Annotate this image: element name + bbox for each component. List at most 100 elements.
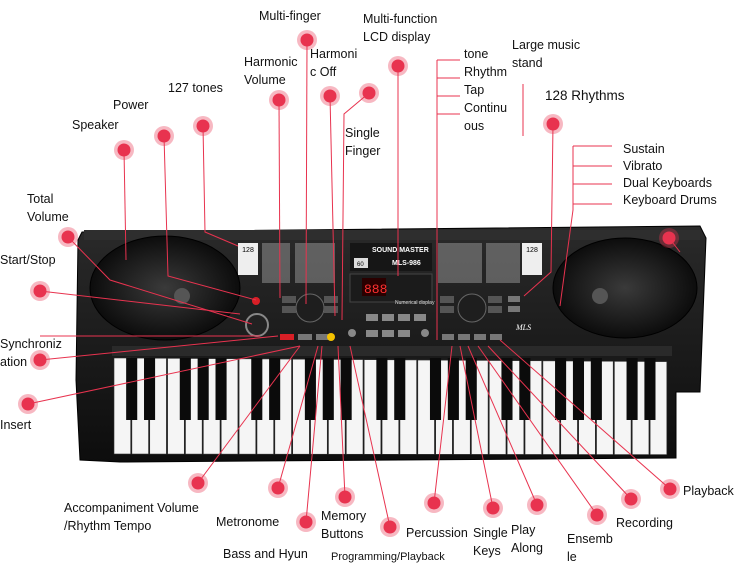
black-key[interactable] xyxy=(465,358,477,420)
black-key[interactable] xyxy=(429,358,442,420)
label-sustain: Sustain xyxy=(623,142,665,156)
callout-marker xyxy=(662,231,676,245)
label-single-keys: Single Keys xyxy=(473,526,508,558)
callout-marker xyxy=(323,89,337,103)
label-ensemble: Ensemb le xyxy=(567,532,613,564)
black-key[interactable] xyxy=(144,358,156,420)
label-tone: tone xyxy=(464,47,489,61)
callout-marker xyxy=(117,143,131,157)
black-key[interactable] xyxy=(447,358,459,420)
tone-badge-left: 128 xyxy=(238,243,258,275)
label-playback: Playback xyxy=(683,484,734,498)
svg-text:128: 128 xyxy=(526,247,538,254)
label-harmonic-off: Harmoni c Off xyxy=(310,47,358,79)
right-speaker xyxy=(552,237,698,339)
leader-lines xyxy=(27,41,681,528)
label-percussion: Percussion xyxy=(406,526,468,540)
black-key[interactable] xyxy=(215,358,227,420)
label-tap: Tap xyxy=(464,83,485,97)
label-keyboard-drums: Keyboard Drums xyxy=(623,193,717,207)
label-127-tones: 127 tones xyxy=(168,81,223,95)
label-vibrato: Vibrato xyxy=(623,159,663,173)
callout-marker xyxy=(33,284,47,298)
callout-marker xyxy=(624,492,638,506)
black-keys xyxy=(126,358,656,420)
label-harmonic-volume: Harmonic Volume xyxy=(244,55,298,87)
label-programming-playback: Programming/Playback xyxy=(331,551,445,563)
label-dual-keyboards: Dual Keyboards xyxy=(623,176,712,190)
label-play-along: Play Along xyxy=(511,523,543,555)
black-key[interactable] xyxy=(394,358,406,420)
label-recording: Recording xyxy=(616,516,673,530)
label-insert: Insert xyxy=(0,418,32,432)
black-key[interactable] xyxy=(251,358,263,420)
label-accompaniment-volume: Accompaniment Volume /Rhythm Tempo xyxy=(64,501,199,533)
black-key[interactable] xyxy=(590,358,602,420)
svg-text:888: 888 xyxy=(364,282,387,297)
right-control-panel: MLS xyxy=(440,293,531,340)
callout-marker xyxy=(33,353,47,367)
power-button[interactable] xyxy=(252,297,260,305)
brand-header: 60 SOUND MASTER MLS-986 xyxy=(350,243,432,271)
svg-text:128: 128 xyxy=(242,247,254,254)
svg-text:60: 60 xyxy=(357,262,364,268)
key-label-strip xyxy=(112,346,672,356)
callout-marker xyxy=(157,129,171,143)
svg-text:SOUND MASTER: SOUND MASTER xyxy=(372,247,429,254)
label-rhythm: Rhythm xyxy=(464,65,508,79)
left-speaker xyxy=(89,235,241,341)
label-multi-function-lcd: Multi-function LCD display xyxy=(363,12,438,44)
label-start-stop: Start/Stop xyxy=(0,253,56,267)
black-key[interactable] xyxy=(501,358,513,420)
black-key[interactable] xyxy=(376,358,388,420)
callout-marker xyxy=(486,501,500,515)
black-key[interactable] xyxy=(322,358,334,420)
label-continuous: Continu ous xyxy=(464,101,508,133)
callout-marker xyxy=(61,230,75,244)
label-multi-finger: Multi-finger xyxy=(259,9,321,23)
callout-marker xyxy=(21,397,35,411)
callout-marker xyxy=(530,498,544,512)
black-key[interactable] xyxy=(269,358,281,420)
callout-markers xyxy=(18,30,680,537)
lcd-display: 888 Numerical display xyxy=(349,273,435,306)
label-power: Power xyxy=(113,98,149,112)
label-single-finger: Single Finger xyxy=(345,126,381,158)
metronome-button[interactable] xyxy=(327,333,335,341)
black-key[interactable] xyxy=(519,358,531,420)
black-key[interactable] xyxy=(304,358,316,420)
svg-text:MLS: MLS xyxy=(515,323,531,332)
callout-marker xyxy=(546,117,560,131)
callout-marker xyxy=(299,515,313,529)
center-control-panel xyxy=(348,314,429,337)
callout-marker xyxy=(427,496,441,510)
callout-marker xyxy=(663,482,677,496)
callout-marker xyxy=(338,490,352,504)
tone-list-left xyxy=(262,243,520,283)
black-key[interactable] xyxy=(572,358,585,420)
svg-text:MLS-986: MLS-986 xyxy=(392,260,421,267)
label-memory-buttons: Memory Buttons xyxy=(321,509,367,541)
black-key[interactable] xyxy=(340,358,352,420)
tone-badge-right: 128 xyxy=(522,243,542,275)
svg-text:Numerical display: Numerical display xyxy=(395,300,435,306)
black-key[interactable] xyxy=(555,358,567,420)
label-large-music-stand: Large music stand xyxy=(512,38,581,70)
black-key[interactable] xyxy=(626,358,638,420)
label-bass-and-hyun: Bass and Hyun xyxy=(223,547,308,561)
black-key[interactable] xyxy=(644,358,656,420)
total-volume-knob[interactable] xyxy=(245,313,269,337)
callout-marker xyxy=(300,33,314,47)
callout-marker xyxy=(391,59,405,73)
label-128-rhythms: 128 Rhythms xyxy=(545,88,625,103)
black-key[interactable] xyxy=(197,358,209,420)
callout-marker xyxy=(271,481,285,495)
label-metronome: Metronome xyxy=(216,515,280,529)
black-key[interactable] xyxy=(126,358,138,420)
black-key[interactable] xyxy=(179,358,191,420)
callout-marker xyxy=(196,119,210,133)
callout-marker xyxy=(272,93,286,107)
callout-marker xyxy=(362,86,376,100)
callout-marker xyxy=(383,520,397,534)
